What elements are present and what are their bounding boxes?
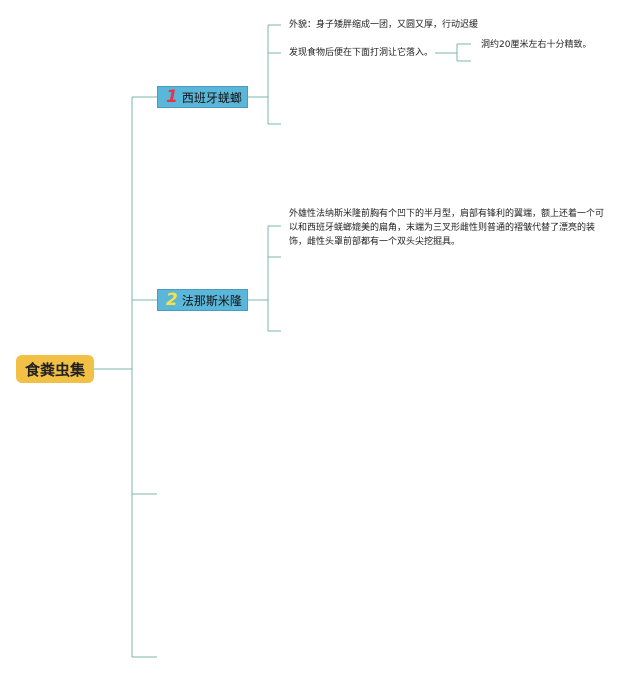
branch-label-1: 西班牙蜣螂 — [181, 90, 242, 105]
branch-node-2[interactable]: 2 法那斯米隆 — [157, 289, 248, 311]
branch-number-2: 2 — [166, 289, 178, 310]
root-node[interactable]: 食粪虫集 — [16, 355, 94, 383]
branch-number-1: 1 — [166, 86, 178, 107]
leaf-appearance[interactable]: 外貌：身子矮胖缩成一团，又圆又厚，行动迟缓 — [289, 20, 479, 30]
leaf-hole-size[interactable]: 洞约20厘米左右十分精致。 — [481, 40, 592, 50]
leaf-description[interactable]: 外雄性法纳斯米隆前胸有个凹下的半月型，肩部有锋利的翼端，额上还着一个可以和西班牙… — [289, 209, 605, 247]
root-label: 食粪虫集 — [24, 360, 85, 379]
branch-node-1[interactable]: 1 西班牙蜣螂 — [157, 86, 248, 108]
branch-label-2: 法那斯米隆 — [181, 293, 242, 308]
leaf-burrowing[interactable]: 发现食物后便在下面打洞让它落入。 — [289, 48, 434, 58]
